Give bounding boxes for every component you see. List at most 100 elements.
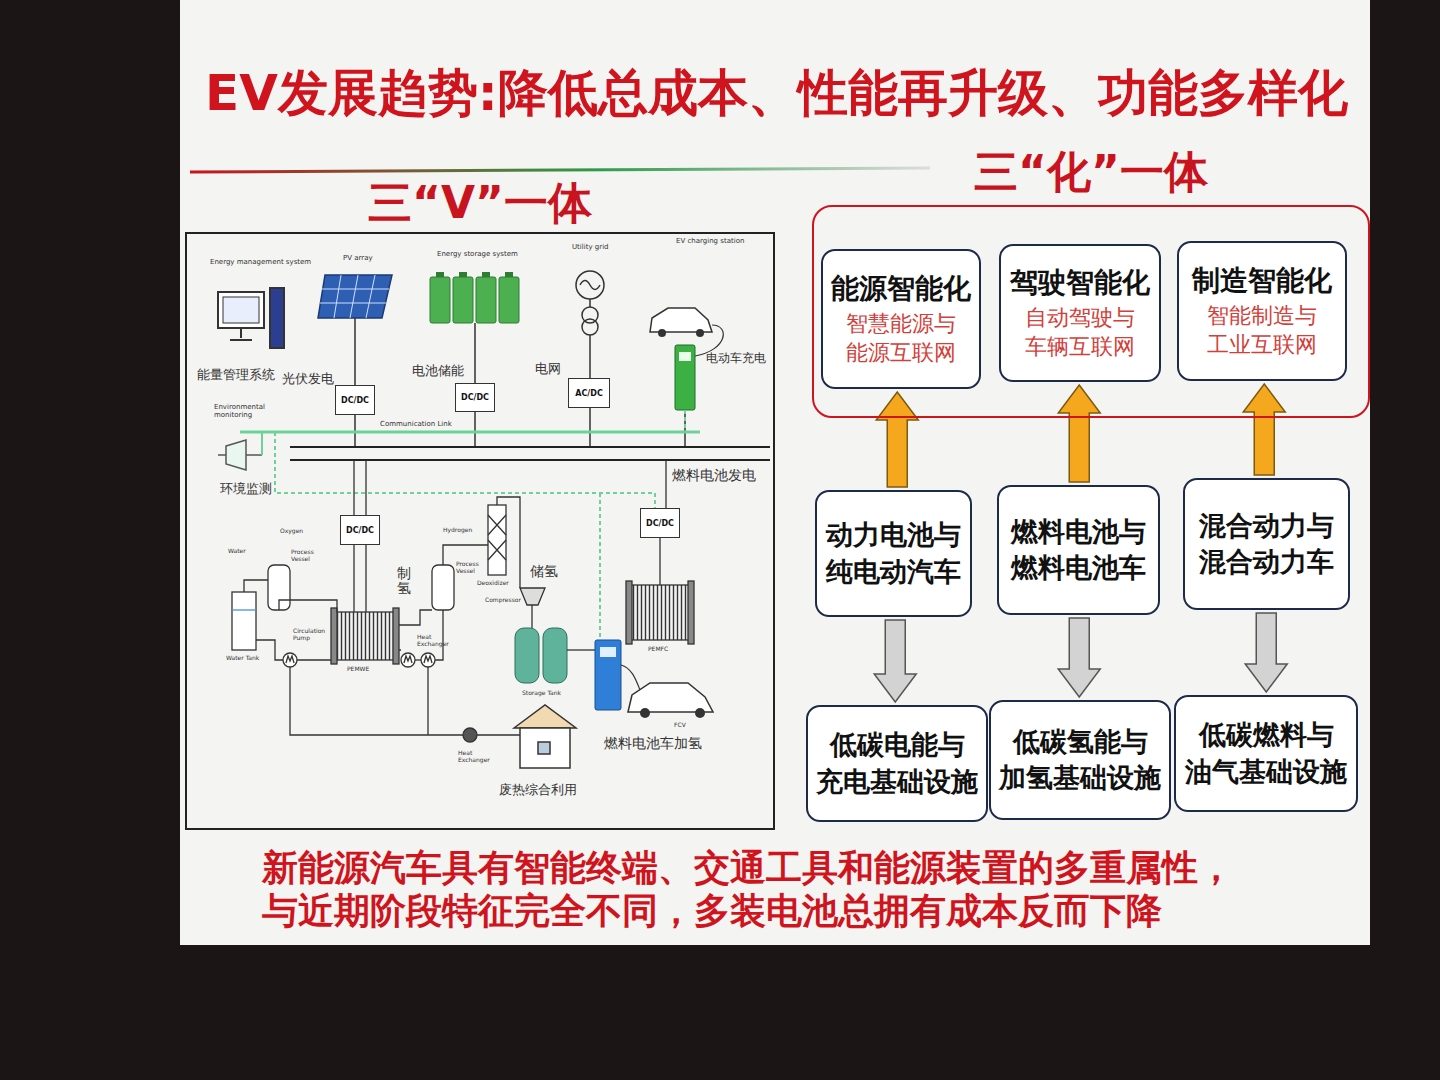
fuel-cell-system <box>626 460 694 644</box>
computer-icon <box>240 328 242 338</box>
electrolyzer-system <box>477 734 520 735</box>
vehicle-box: 混合动力与 混合动力车 <box>1183 478 1350 610</box>
component-label: 电池储能 <box>412 364 464 379</box>
computer-icon <box>218 292 264 328</box>
ev-charging-icon <box>696 329 704 337</box>
hydrogen-storage-icon <box>567 649 595 650</box>
component-caption: Oxygen <box>280 528 303 535</box>
box-heading: 驾驶智能化 <box>1009 265 1151 300</box>
box-label: DC/DC <box>341 396 369 405</box>
utility-grid-icon <box>576 271 604 299</box>
electrolyzer-system <box>399 610 432 625</box>
hydrogen-storage-icon <box>621 665 640 690</box>
electrolyzer-system <box>488 505 506 575</box>
electrolyzer-system <box>335 612 395 660</box>
component-label: 电动车充电 <box>706 352 766 366</box>
electrolyzer-system <box>232 460 545 742</box>
pv-array-icon <box>366 275 375 318</box>
power-bus <box>240 431 700 434</box>
box-label: DC/DC <box>646 519 674 528</box>
component-caption: FCV <box>674 722 686 729</box>
electrolyzer-system <box>244 580 268 592</box>
section-heading: 三“化”一体 <box>814 143 1368 202</box>
component-label: 储氢 <box>530 563 558 579</box>
box-label: DC/DC <box>346 526 374 535</box>
ev-charging-icon <box>658 329 666 337</box>
computer-icon <box>230 339 252 341</box>
box-label: 混合动力与 混合动力车 <box>1193 508 1340 581</box>
converter-box: AC/DC <box>568 378 610 408</box>
component-caption: Storage Tank <box>522 690 561 697</box>
hydrogen-storage-icon <box>695 708 705 718</box>
box-body: 智慧能源与 能源互联网 <box>831 310 971 367</box>
electrolyzer-system <box>290 667 463 735</box>
component-caption: PEMWE <box>347 666 369 673</box>
title-rule <box>190 168 930 172</box>
electrolyzer-system <box>424 656 432 663</box>
environment-monitor-icon <box>218 454 226 456</box>
pv-array-icon <box>334 275 341 318</box>
utility-grid-icon <box>582 319 598 335</box>
component-label: 电网 <box>535 362 561 377</box>
electrolyzer-system <box>297 659 331 660</box>
ev-charging-icon <box>650 308 723 447</box>
category-box: 能源智能化智慧能源与 能源互联网 <box>821 249 981 389</box>
component-caption: EV charging station <box>676 237 744 245</box>
component-label: 废热综合利用 <box>499 783 577 798</box>
fuel-cell-system <box>630 585 690 640</box>
computer-icon <box>270 288 284 348</box>
converter-box: DC/DC <box>640 508 680 538</box>
fuel-cell-system <box>665 460 666 508</box>
upgrade-arrow <box>1058 385 1100 482</box>
hydrogen-storage-icon <box>595 640 621 710</box>
hydrogen-storage-icon <box>640 708 650 718</box>
power-bus <box>275 410 685 640</box>
component-caption: Utility grid <box>572 243 609 251</box>
battery-storage-icon <box>430 277 450 323</box>
converter-box: DC/DC <box>455 383 495 412</box>
computer-icon <box>223 297 259 323</box>
box-heading: 制造智能化 <box>1187 263 1337 298</box>
electrolyzer-system <box>353 545 354 612</box>
electrolyzer-system <box>520 588 545 605</box>
electrolyzer-system <box>331 608 337 664</box>
component-caption: Deoxidizer <box>477 580 509 587</box>
utility-grid-icon <box>580 281 600 290</box>
category-box: 制造智能化智能制造与 工业互联网 <box>1177 241 1347 381</box>
battery-storage-icon <box>459 272 467 277</box>
box-label: AC/DC <box>575 389 603 398</box>
battery-storage-icon <box>482 272 490 277</box>
electrolyzer-system <box>353 460 354 515</box>
pv-array-icon <box>318 275 392 318</box>
box-label: DC/DC <box>461 393 489 402</box>
electrolyzer-system <box>365 545 366 612</box>
section-heading: 三“V”一体 <box>187 174 773 233</box>
house-icon <box>514 705 576 768</box>
converter-box: DC/DC <box>335 385 375 415</box>
component-label: 光伏发电 <box>282 372 334 387</box>
environment-monitor-icon <box>246 454 262 456</box>
battery-storage-icon <box>499 277 519 323</box>
ev-charging-icon <box>679 352 691 361</box>
power-bus <box>290 459 770 461</box>
electrolyzer-system <box>427 667 428 735</box>
hydrogen-storage-icon <box>543 628 567 683</box>
converter-box: DC/DC <box>340 515 380 545</box>
fuel-cell-system <box>688 581 694 644</box>
component-label: 燃料电池车加氢 <box>604 735 702 751</box>
hydrogen-storage-icon <box>515 628 539 683</box>
box-label: 燃料电池与 燃料电池车 <box>1007 514 1150 587</box>
power-bus <box>684 410 686 432</box>
electrolyzer-system <box>463 728 477 742</box>
house-icon <box>538 742 550 754</box>
component-caption: Hydrogen <box>443 527 472 534</box>
pv-array-icon <box>320 275 389 318</box>
electrolyzer-system <box>401 653 415 667</box>
ev-charging-icon <box>684 410 686 447</box>
electrolyzer-system <box>415 659 421 660</box>
slide-background <box>180 0 1370 945</box>
environment-monitor-icon <box>218 440 262 470</box>
battery-storage-icon <box>453 277 473 323</box>
electrolyzer-system <box>393 608 399 664</box>
support-arrow <box>1058 618 1100 697</box>
